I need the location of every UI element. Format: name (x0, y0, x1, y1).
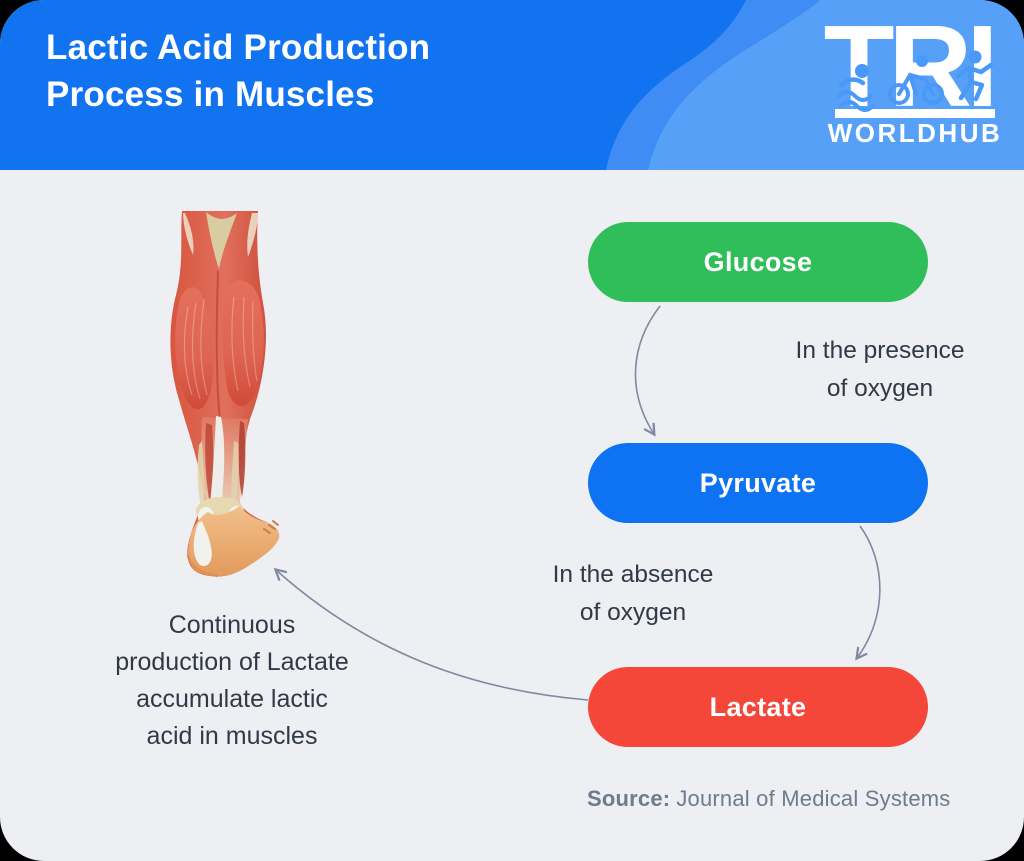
edge-label-absence-of-oxygen: In the absence of oxygen (493, 556, 773, 632)
swimmer-icon (837, 64, 875, 112)
page-title-line1: Lactic Acid Production (46, 28, 431, 67)
edge-label-presence-of-oxygen: In the presence of oxygen (740, 332, 1020, 408)
edge-label-line: In the absence (552, 561, 714, 588)
lactate-accumulation-note: Continuous production of Lactate accumul… (77, 607, 387, 755)
header-swoosh (606, 0, 1024, 170)
page-title: Lactic Acid Production Process in Muscle… (46, 24, 430, 118)
node-glucose: Glucose (588, 222, 928, 302)
source-text: Journal of Medical Systems (676, 786, 951, 811)
note-line: Continuous (168, 611, 296, 639)
node-lactate: Lactate (588, 667, 928, 747)
calf-muscle-illustration (170, 211, 280, 578)
source-attribution: Source:Journal of Medical Systems (587, 786, 951, 812)
brand-logo: TRI WORLDHUB (824, 8, 1000, 148)
note-line: production of Lactate (115, 648, 349, 676)
runner-icon (955, 50, 994, 102)
source-prefix: Source: (587, 786, 671, 811)
note-line: acid in muscles (146, 722, 318, 750)
page-title-line2: Process in Muscles (46, 75, 375, 114)
node-pyruvate: Pyruvate (588, 443, 928, 523)
arrow-pyruvate-to-lactate (855, 525, 881, 661)
cyclist-icon (888, 55, 944, 105)
edge-label-line: In the presence (795, 337, 965, 364)
node-lactate-label: Lactate (709, 691, 807, 722)
node-glucose-label: Glucose (703, 246, 813, 277)
note-line: accumulate lactic (136, 685, 328, 713)
header-banner: Lactic Acid Production Process in Muscle… (0, 0, 1024, 170)
arrow-glucose-to-pyruvate (634, 305, 661, 437)
brand-logo-name: WORLDHUB (828, 118, 1000, 148)
node-pyruvate-label: Pyruvate (699, 467, 817, 498)
edge-label-line: of oxygen (579, 599, 687, 626)
edge-label-line: of oxygen (826, 375, 934, 402)
